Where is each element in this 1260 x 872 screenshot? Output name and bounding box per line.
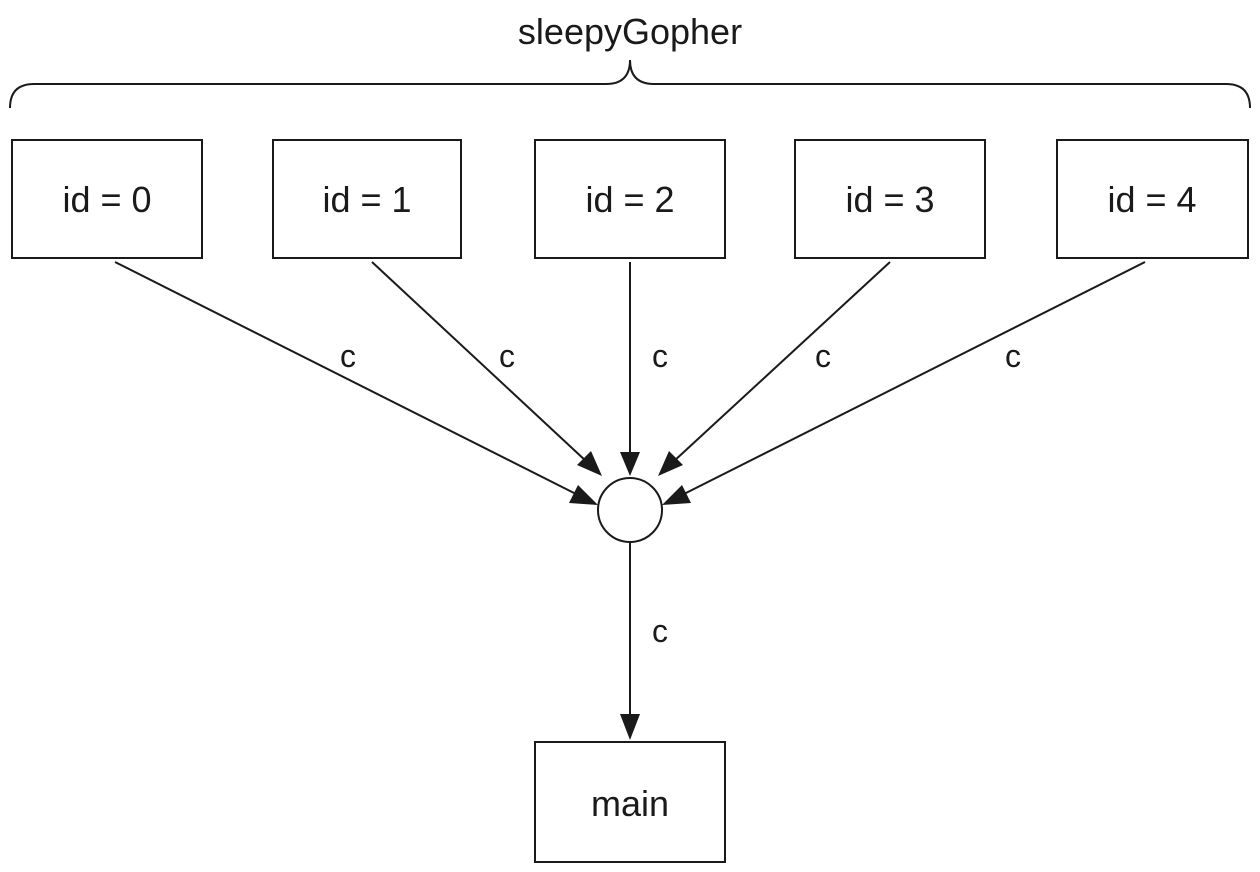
main-label: main — [591, 783, 669, 824]
edge-3-to-channel — [672, 261, 891, 463]
arrowhead-3 — [658, 451, 683, 476]
goroutine-box-2: id = 2 — [534, 139, 726, 259]
goroutine-label: id = 0 — [62, 179, 151, 220]
edge-1-to-channel — [371, 261, 588, 463]
group-brace — [9, 59, 1251, 109]
goroutine-label: id = 1 — [322, 179, 411, 220]
edge-0-to-channel — [114, 261, 579, 496]
goroutine-box-3: id = 3 — [794, 139, 986, 259]
edge-label-main: c — [652, 613, 668, 649]
arrowhead-main — [620, 714, 640, 740]
arrowhead-4 — [662, 485, 691, 505]
channel-node — [597, 477, 663, 543]
edge-label-3: c — [815, 338, 831, 374]
edge-4-to-channel — [681, 261, 1146, 496]
arrowhead-2 — [620, 452, 640, 476]
edge-label-4: c — [1005, 338, 1021, 374]
group-label: sleepyGopher — [518, 11, 742, 52]
edge-label-2: c — [652, 338, 668, 374]
arrowhead-1 — [577, 451, 602, 476]
arrowhead-0 — [569, 485, 598, 505]
goroutine-box-0: id = 0 — [11, 139, 203, 259]
goroutine-box-1: id = 1 — [272, 139, 462, 259]
edge-label-0: c — [340, 338, 356, 374]
goroutine-box-4: id = 4 — [1056, 139, 1249, 259]
goroutine-label: id = 2 — [585, 179, 674, 220]
main-box: main — [534, 741, 726, 863]
edge-label-1: c — [499, 338, 515, 374]
goroutine-label: id = 4 — [1107, 179, 1196, 220]
goroutine-label: id = 3 — [845, 179, 934, 220]
